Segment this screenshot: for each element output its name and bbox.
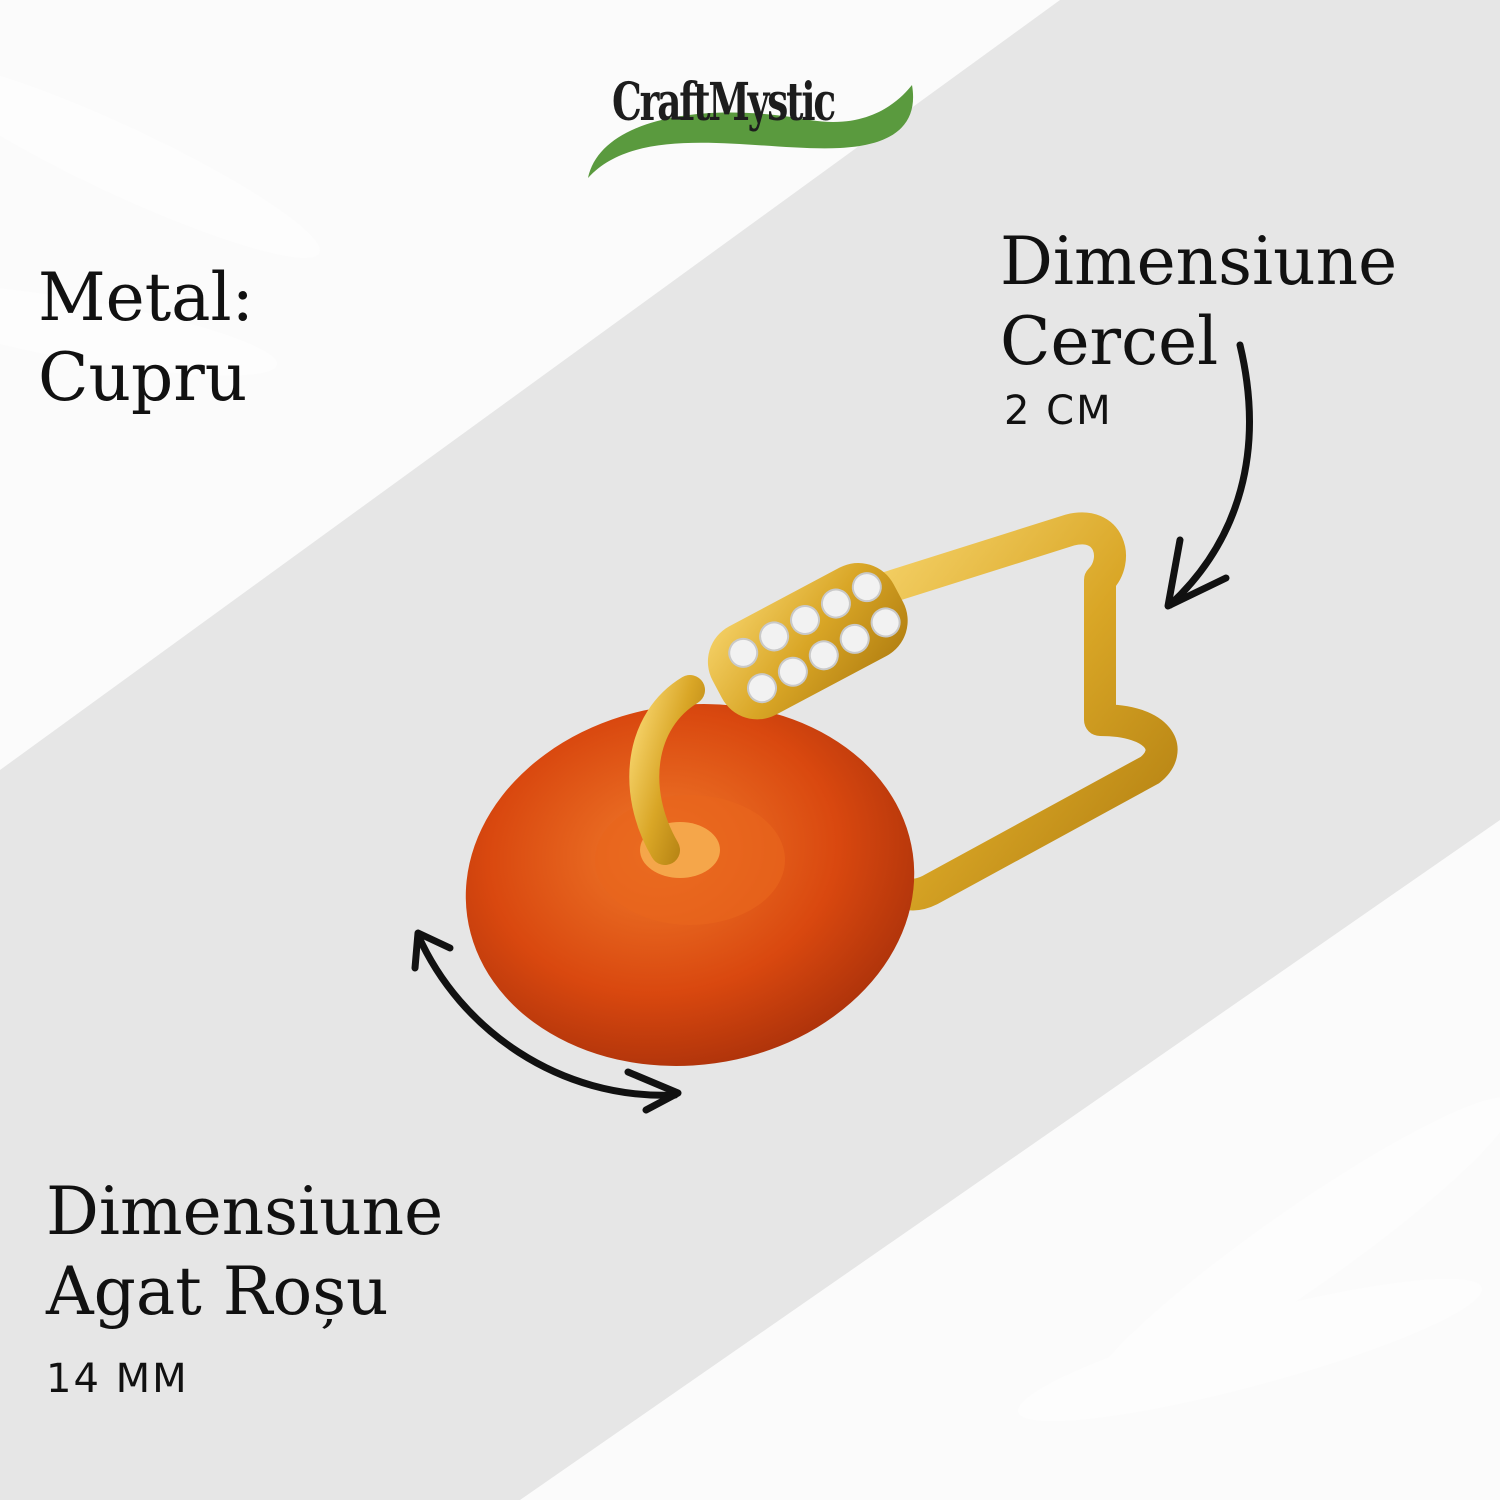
arrow-head-icon — [624, 1068, 682, 1114]
metal-label: Metal: Cupru — [38, 258, 254, 418]
earring-size-arrow — [1166, 341, 1253, 609]
stone-size-arrow — [414, 931, 679, 1099]
gold-hoop — [864, 512, 1178, 911]
arrow-head-icon — [411, 929, 454, 972]
metal-value: Cupru — [38, 339, 248, 416]
stone-size-line2: Agat Roșu — [46, 1253, 389, 1330]
leaf-watermark — [0, 62, 1500, 1422]
stone-size-label: Dimensiune Agat Roșu — [46, 1172, 443, 1332]
earring-size-line1: Dimensiune — [1000, 223, 1398, 300]
brand-name: CraftMystic — [612, 72, 836, 133]
leaf-icon — [588, 85, 914, 178]
stone-size-line1: Dimensiune — [46, 1173, 444, 1250]
earring-size-value: 2 CM — [1004, 388, 1113, 434]
earring-size-line2: Cercel — [1000, 303, 1219, 380]
red-agate-disc — [465, 704, 915, 1066]
stone-size-value: 14 MM — [46, 1356, 189, 1402]
brand-logo — [588, 85, 914, 178]
metal-title: Metal: — [38, 259, 254, 336]
arrow-head-icon — [1164, 536, 1230, 610]
earring-size-label: Dimensiune Cercel — [1000, 222, 1397, 382]
crystal-barrel — [707, 563, 908, 720]
gold-hook — [629, 675, 705, 865]
